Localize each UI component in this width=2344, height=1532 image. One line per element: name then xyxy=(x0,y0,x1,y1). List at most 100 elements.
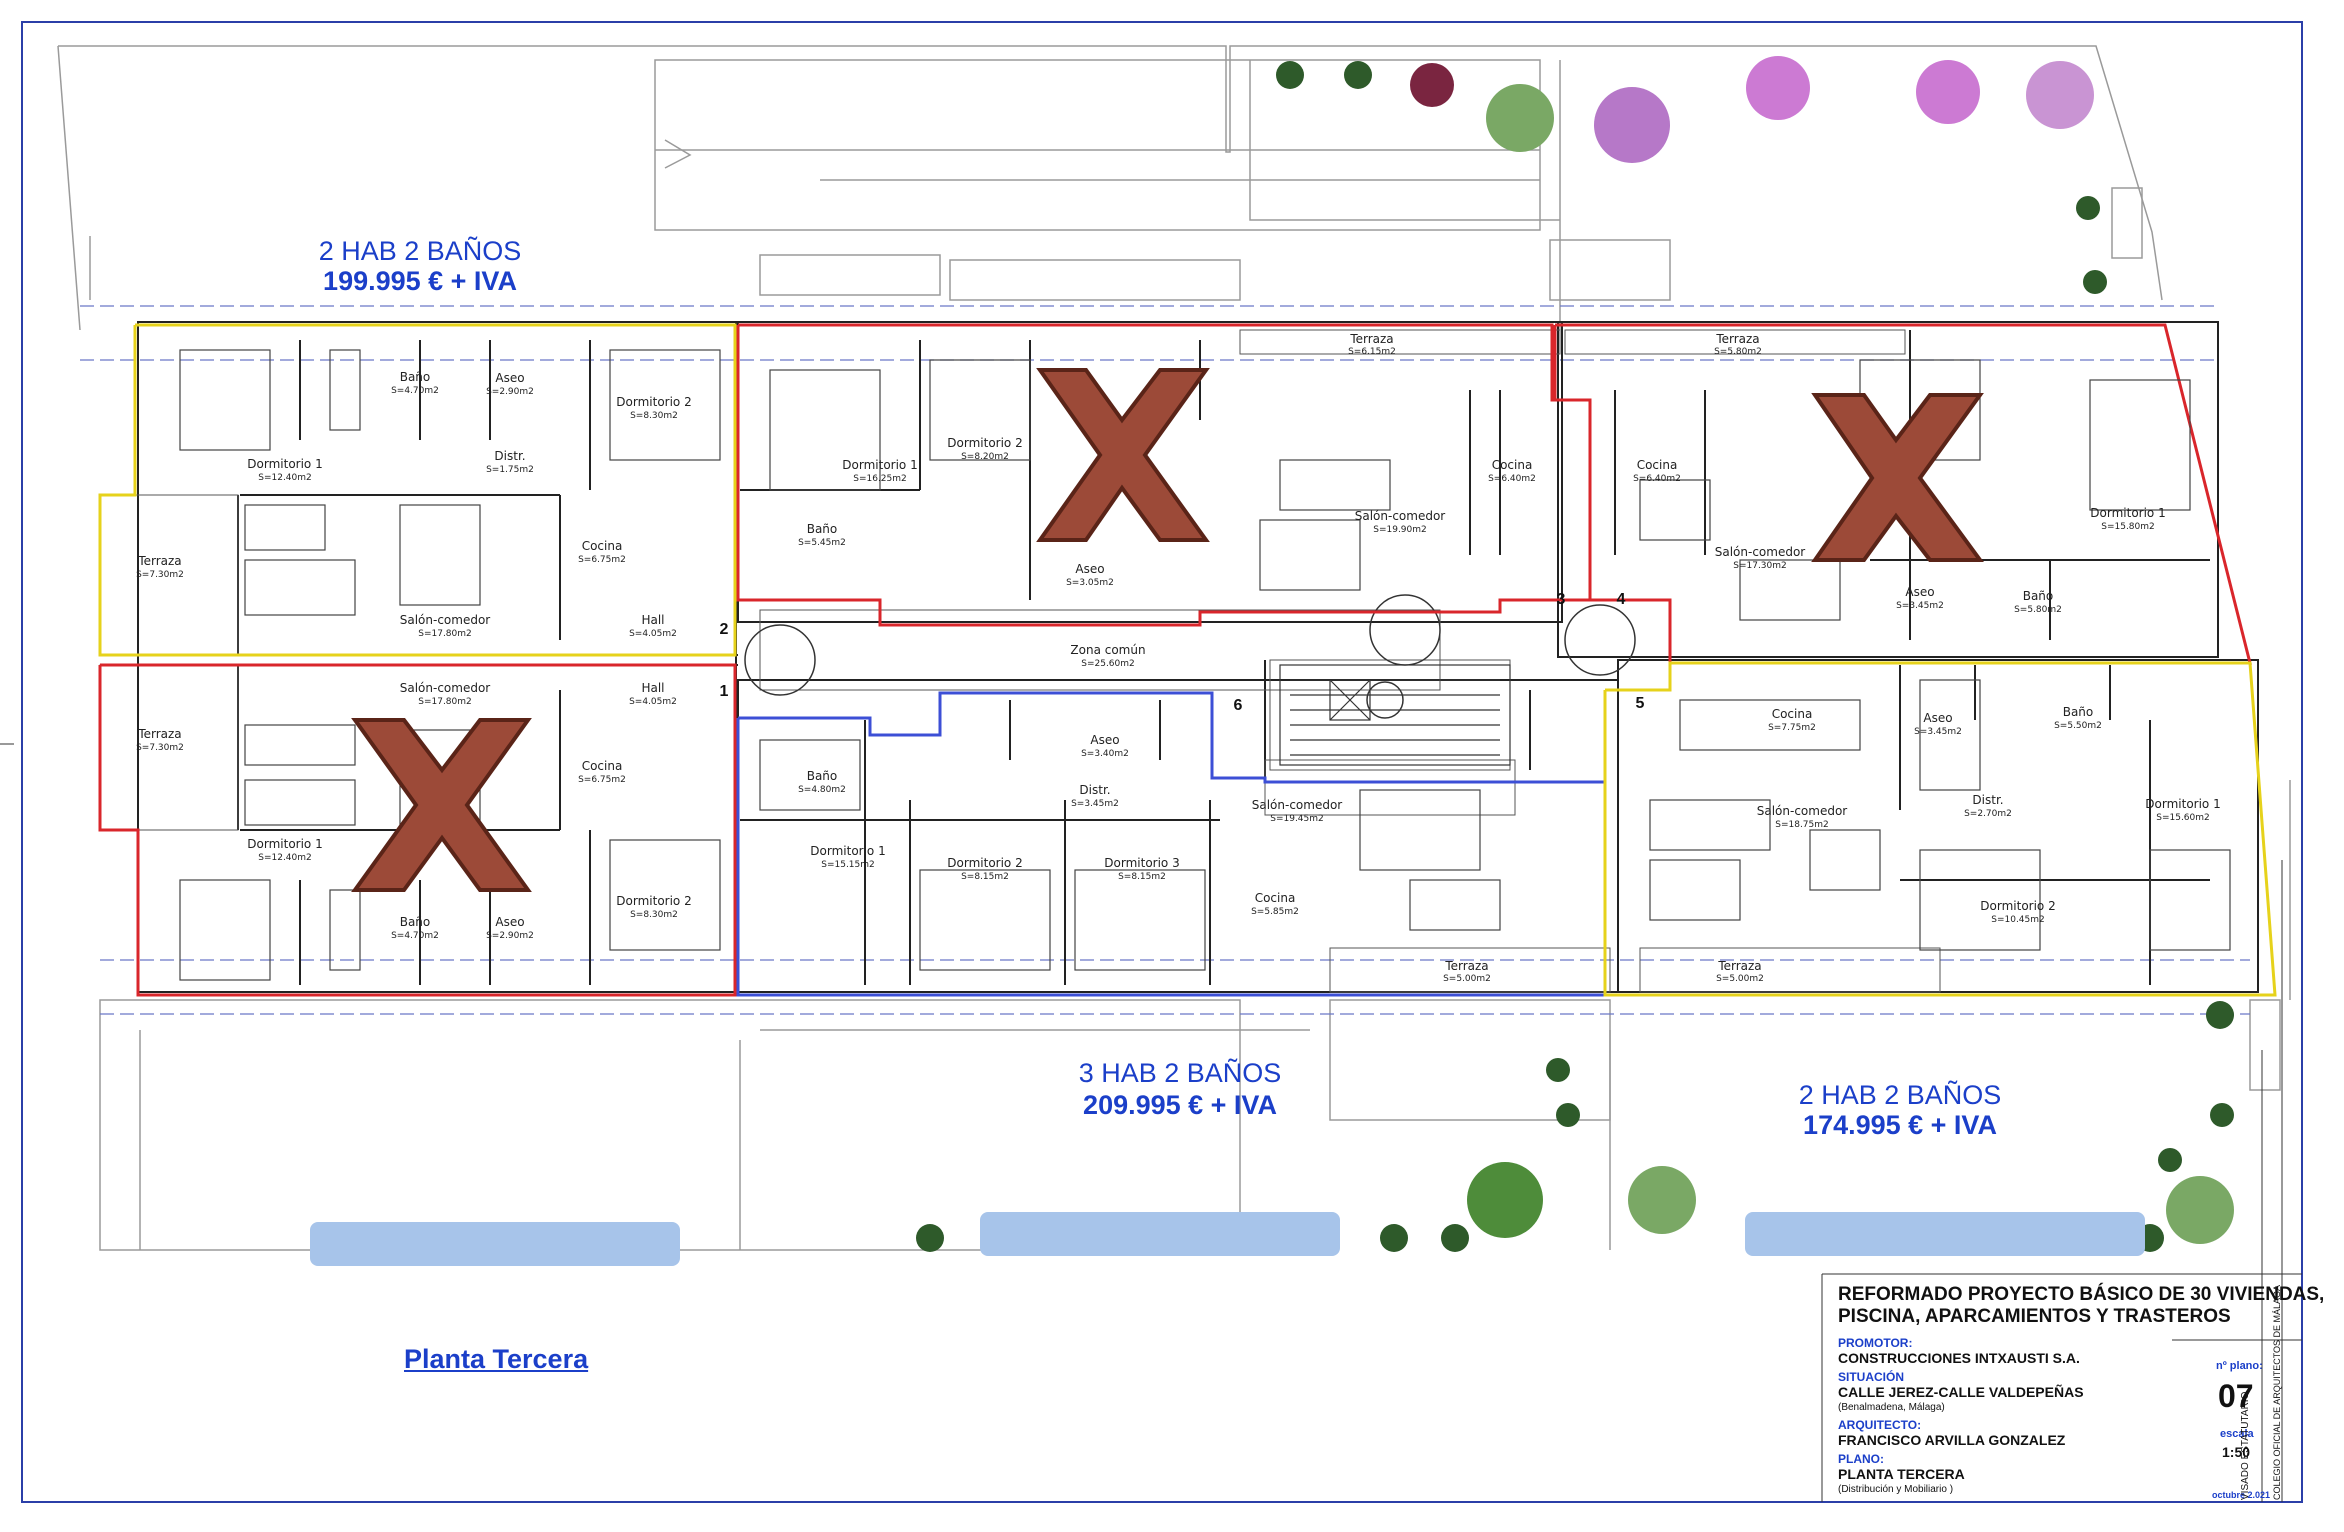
area-a5-dorm1: S=15.15m2 xyxy=(821,860,875,870)
room-a1-dorm2: Dormitorio 2 xyxy=(616,395,691,409)
area-a1-cocina: S=6.75m2 xyxy=(578,555,626,565)
room-a2-dorm2: Dormitorio 2 xyxy=(616,894,691,908)
area-a2-dorm1: S=12.40m2 xyxy=(258,853,312,863)
sheet-border xyxy=(21,21,2303,1503)
sold-cross-marks xyxy=(351,368,1984,892)
arquitecto-label: ARQUITECTO: xyxy=(1838,1418,1922,1432)
area-a2-salon: S=17.80m2 xyxy=(418,697,472,707)
room-a5-distr: Distr. xyxy=(1079,783,1110,797)
room-a5-terraza: Terraza xyxy=(1444,959,1488,973)
area-a1-bano: S=4.70m2 xyxy=(391,386,439,396)
area-a4-bano: S=5.80m2 xyxy=(2014,605,2062,615)
num-plano-value: 07 xyxy=(2218,1378,2254,1414)
num-plano-label: nº plano: xyxy=(2216,1360,2263,1372)
project-title-2: PISCINA, APARCAMIENTOS Y TRASTEROS xyxy=(1838,1306,2231,1327)
area-a4-aseo: S=3.45m2 xyxy=(1896,601,1944,611)
project-title: REFORMADO PROYECTO BÁSICO DE 30 VIVIENDA… xyxy=(1838,1284,2325,1305)
room-a4-cocina: Cocina xyxy=(1637,458,1678,472)
visado-label: VISADO ESTATUTARIO xyxy=(2240,1391,2251,1500)
door-number-3: 3 xyxy=(1557,591,1566,608)
room-a1-dorm1: Dormitorio 1 xyxy=(247,457,322,471)
room-a5-dorm1: Dormitorio 1 xyxy=(810,844,885,858)
area-a1-dorm1: S=12.40m2 xyxy=(258,473,312,483)
apartment-price-top-left: 199.995 € + IVA xyxy=(323,266,517,296)
area-a5-salon: S=19.45m2 xyxy=(1270,814,1324,824)
apartment-type-bottom-middle: 3 HAB 2 BAÑOS xyxy=(1078,1058,1282,1088)
area-a4-salon: S=17.30m2 xyxy=(1733,561,1787,571)
room-a4-dorm1: Dormitorio 1 xyxy=(2090,506,2165,520)
room-a4-terraza: Terraza xyxy=(1715,332,1759,346)
room-a3-salon: Salón-comedor xyxy=(1355,509,1446,523)
room-a2-aseo: Aseo xyxy=(495,915,524,929)
furniture xyxy=(179,349,2231,981)
area-a6-distr: S=2.70m2 xyxy=(1964,809,2012,819)
area-a6-dorm1: S=15.60m2 xyxy=(2156,813,2210,823)
situacion-sub: (Benalmadena, Málaga) xyxy=(1838,1402,1945,1413)
area-a5-aseo: S=3.40m2 xyxy=(1081,749,1129,759)
room-a6-salon: Salón-comedor xyxy=(1757,804,1848,818)
area-a2-cocina: S=6.75m2 xyxy=(578,775,626,785)
plan-title: Planta Tercera xyxy=(404,1344,589,1374)
room-a5-aseo: Aseo xyxy=(1090,733,1119,747)
apartment-price-bottom-middle: 209.995 € + IVA xyxy=(1083,1090,1277,1120)
room-a4-bano: Baño xyxy=(2023,589,2054,603)
area-a6-salon: S=18.75m2 xyxy=(1775,820,1829,830)
room-a5-cocina: Cocina xyxy=(1255,891,1296,905)
area-a4-terraza: S=5.80m2 xyxy=(1714,347,1762,357)
promotor-label: PROMOTOR: xyxy=(1838,1336,1913,1350)
plano-value: PLANTA TERCERA xyxy=(1838,1466,1965,1482)
door-number-1: 1 xyxy=(720,683,729,700)
area-a3-terraza: S=6.15m2 xyxy=(1348,347,1396,357)
room-a5-bano: Baño xyxy=(807,769,838,783)
room-a2-bano: Baño xyxy=(400,915,431,929)
area-a6-terraza: S=5.00m2 xyxy=(1716,974,1764,984)
escala-value: 1:50 xyxy=(2222,1444,2251,1460)
area-a1-hall: S=4.05m2 xyxy=(629,629,677,639)
door-number-6: 6 xyxy=(1234,697,1243,714)
area-a3-aseo: S=3.05m2 xyxy=(1066,578,1114,588)
colegio-label: COLEGIO OFICIAL DE ARQUITECTOS DE MÁLAGA xyxy=(2272,1284,2282,1500)
title-block-frame xyxy=(1821,860,2302,1502)
door-number-4: 4 xyxy=(1617,591,1626,608)
area-a5-cocina: S=5.85m2 xyxy=(1251,907,1299,917)
area-a1-distr: S=1.75m2 xyxy=(486,465,534,475)
area-a6-cocina: S=7.75m2 xyxy=(1768,723,1816,733)
apartment-price-bottom-right: 174.995 € + IVA xyxy=(1803,1110,1997,1140)
situacion-label: SITUACIÓN xyxy=(1838,1370,1904,1384)
area-a6-aseo: S=3.45m2 xyxy=(1914,727,1962,737)
room-a1-bano: Baño xyxy=(400,370,431,384)
site-outline xyxy=(57,45,2291,1251)
room-a3-cocina: Cocina xyxy=(1492,458,1533,472)
area-zona-comun: S=25.60m2 xyxy=(1081,659,1135,669)
area-a1-salon: S=17.80m2 xyxy=(418,629,472,639)
area-a2-bano: S=4.70m2 xyxy=(391,931,439,941)
apartment-type-bottom-right: 2 HAB 2 BAÑOS xyxy=(1798,1080,2002,1110)
room-a2-salon: Salón-comedor xyxy=(400,681,491,695)
door-number-2: 2 xyxy=(720,621,729,638)
turning-circles xyxy=(744,594,1636,719)
area-a5-dorm3: S=8.15m2 xyxy=(1118,872,1166,882)
room-zona-comun: Zona común xyxy=(1070,643,1145,657)
cross-mark-bottom-left xyxy=(351,718,532,892)
room-a3-bano: Baño xyxy=(807,522,838,536)
area-a4-cocina: S=6.40m2 xyxy=(1633,474,1681,484)
situacion-value: CALLE JEREZ-CALLE VALDEPEÑAS xyxy=(1838,1384,2084,1400)
area-a2-terraza: S=7.30m2 xyxy=(136,743,184,753)
room-a6-distr: Distr. xyxy=(1972,793,2003,807)
room-a6-terraza: Terraza xyxy=(1717,959,1761,973)
room-a3-dorm1: Dormitorio 1 xyxy=(842,458,917,472)
area-a3-dorm2: S=8.20m2 xyxy=(961,452,1009,462)
cross-mark-top-right xyxy=(1811,393,1984,562)
room-a1-hall: Hall xyxy=(641,613,664,627)
room-a5-salon: Salón-comedor xyxy=(1252,798,1343,812)
room-a2-hall: Hall xyxy=(641,681,664,695)
room-a5-dorm3: Dormitorio 3 xyxy=(1104,856,1179,870)
cross-mark-top-middle xyxy=(1036,368,1210,542)
area-a4-dorm1: S=15.80m2 xyxy=(2101,522,2155,532)
area-a1-dorm2: S=8.30m2 xyxy=(630,411,678,421)
fecha-value: octubre 2.021 xyxy=(2212,1490,2271,1500)
area-a2-aseo: S=2.90m2 xyxy=(486,931,534,941)
area-a1-terraza: S=7.30m2 xyxy=(136,570,184,580)
area-a3-dorm1: S=16.25m2 xyxy=(853,474,907,484)
